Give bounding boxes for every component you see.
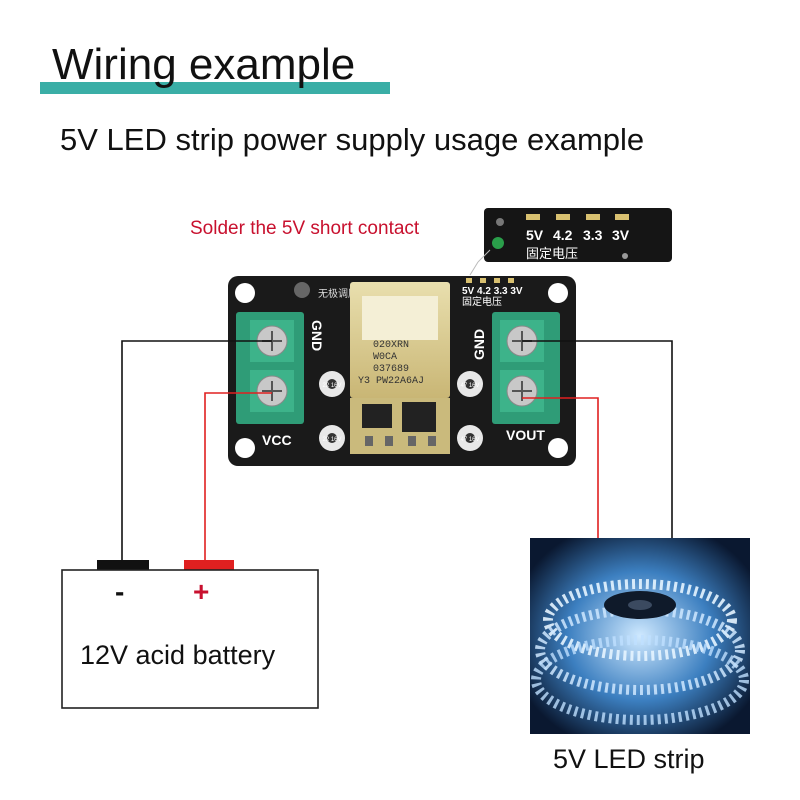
svg-text:020XRN: 020XRN (373, 340, 409, 351)
vout-label: VOUT (506, 427, 545, 443)
capacitor-label: 47 16V (460, 383, 479, 389)
led-strip-label: 5V LED strip (553, 744, 705, 774)
capacitor-label: 22 16V (322, 437, 341, 443)
input-terminal-block (236, 312, 304, 424)
vcc-label: VCC (262, 432, 292, 448)
page-subtitle: 5V LED strip power supply usage example (60, 122, 645, 157)
solder-zoom-inset: 5V 4.2 3.3 3V 固定电压 (484, 208, 672, 262)
battery-plus-sign: + (193, 576, 210, 607)
svg-text:Y3 PW22A6AJ: Y3 PW22A6AJ (358, 376, 424, 387)
board-pads-label: 5V 4.2 3.3 3V (462, 286, 523, 297)
svg-text:W0CA: W0CA (373, 352, 397, 363)
wire-black-input (121, 340, 272, 562)
inset-pad-42: 4.2 (553, 227, 573, 243)
battery (61, 560, 319, 709)
wire-red-output (522, 397, 599, 540)
title-underline (40, 82, 390, 94)
gnd-right-label: GND (471, 329, 487, 360)
battery-negative-terminal (97, 560, 149, 570)
capacitor-icon (457, 425, 483, 451)
inset-pad-3v: 3V (612, 227, 630, 243)
inset-cn-label: 固定电压 (526, 247, 578, 262)
converter-board: 无极调压 020XRN W0CA 037689 Y3 PW22A6AJ 5V 4… (228, 276, 576, 466)
capacitor-label: 47 16V (460, 437, 479, 443)
svg-text:037689: 037689 (373, 364, 409, 375)
wire-red-input (204, 392, 272, 562)
potentiometer-icon (294, 282, 310, 298)
capacitor-icon (319, 371, 345, 397)
capacitor-icon (319, 425, 345, 451)
wire-black-output (522, 340, 673, 540)
inset-pad-33: 3.3 (583, 227, 603, 243)
page-title: Wiring example (52, 40, 356, 89)
solder-callout-text: Solder the 5V short contact (190, 218, 420, 239)
battery-label: 12V acid battery (80, 640, 276, 670)
led-strip-image (530, 538, 750, 734)
battery-positive-terminal (184, 560, 234, 570)
gnd-left-label: GND (309, 320, 325, 351)
callout-pointer (477, 249, 491, 263)
output-terminal-block (492, 312, 560, 424)
capacitor-icon (457, 371, 483, 397)
battery-minus-sign: - (115, 576, 125, 607)
pot-label: 无极调压 (318, 287, 358, 300)
inset-pad-5v: 5V (526, 227, 544, 243)
capacitor-label: 22 16V (322, 383, 341, 389)
board-cn-label: 固定电压 (462, 295, 502, 308)
